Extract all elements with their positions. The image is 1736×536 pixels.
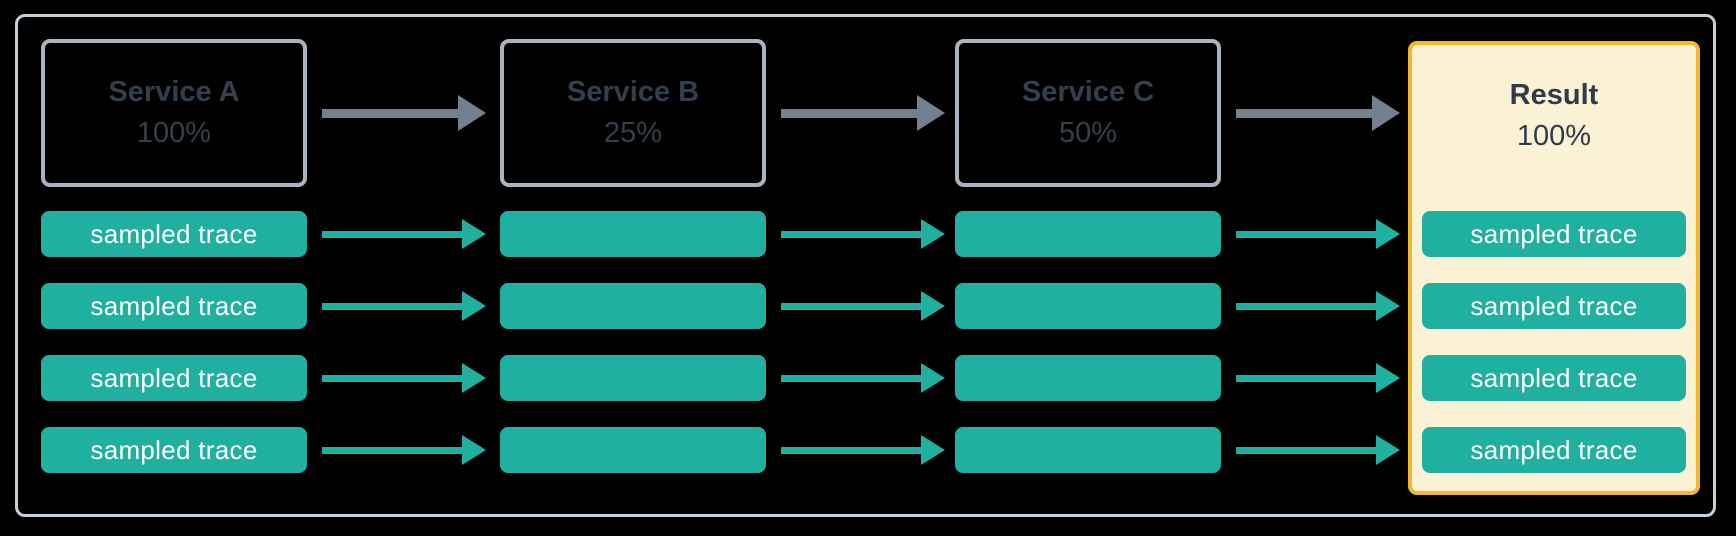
sampled-trace-label: sampled trace (90, 362, 258, 393)
flow-arrow-icon (1236, 95, 1400, 131)
trace-arrow-icon (1236, 363, 1400, 393)
service-b-title: Service B (566, 76, 700, 109)
result-box: Result 100% (1408, 41, 1700, 495)
diagram-container: Service A 100% Service B 25% Service C 5… (15, 14, 1716, 517)
sampled-trace-label: sampled trace (90, 434, 258, 465)
sampled-trace-label: sampled trace (1470, 290, 1638, 321)
trace-arrow-icon (1236, 435, 1400, 465)
sampled-trace-label: sampled trace (1470, 218, 1638, 249)
trace-bar (955, 355, 1221, 401)
service-c-sample-rate: 50% (1058, 117, 1118, 149)
trace-arrow-icon (781, 363, 945, 393)
service-c-box: Service C 50% (955, 39, 1221, 187)
trace-arrow-icon (781, 219, 945, 249)
sampled-trace-bar: sampled trace (1422, 211, 1686, 257)
trace-arrow-icon (781, 435, 945, 465)
trace-arrow-icon (1236, 219, 1400, 249)
trace-arrow-icon (322, 219, 486, 249)
sampled-trace-label: sampled trace (1470, 434, 1638, 465)
sampled-trace-label: sampled trace (90, 290, 258, 321)
sampled-trace-bar: sampled trace (41, 427, 307, 473)
trace-arrow-icon (1236, 291, 1400, 321)
flow-arrow-icon (781, 95, 945, 131)
service-b-box: Service B 25% (500, 39, 766, 187)
sampled-trace-bar: sampled trace (41, 355, 307, 401)
trace-bar (955, 283, 1221, 329)
trace-arrow-icon (322, 363, 486, 393)
trace-arrow-icon (322, 435, 486, 465)
trace-bar (955, 427, 1221, 473)
sampled-trace-label: sampled trace (1470, 362, 1638, 393)
service-a-box: Service A 100% (41, 39, 307, 187)
sampled-trace-bar: sampled trace (1422, 427, 1686, 473)
service-c-title: Service C (1021, 76, 1155, 109)
trace-bar (500, 427, 766, 473)
trace-arrow-icon (322, 291, 486, 321)
sampled-trace-bar: sampled trace (1422, 283, 1686, 329)
sampled-trace-bar: sampled trace (41, 283, 307, 329)
trace-bar (500, 211, 766, 257)
result-header: Result 100% (1412, 45, 1696, 187)
result-sample-rate: 100% (1516, 120, 1592, 152)
service-a-title: Service A (108, 76, 240, 109)
sampled-trace-bar: sampled trace (1422, 355, 1686, 401)
flow-arrow-icon (322, 95, 486, 131)
trace-bar (500, 283, 766, 329)
trace-arrow-icon (781, 291, 945, 321)
sampled-trace-bar: sampled trace (41, 211, 307, 257)
sampled-trace-label: sampled trace (90, 218, 258, 249)
service-a-sample-rate: 100% (136, 117, 212, 149)
trace-bar (955, 211, 1221, 257)
service-b-sample-rate: 25% (603, 117, 663, 149)
result-title: Result (1509, 79, 1599, 112)
trace-bar (500, 355, 766, 401)
